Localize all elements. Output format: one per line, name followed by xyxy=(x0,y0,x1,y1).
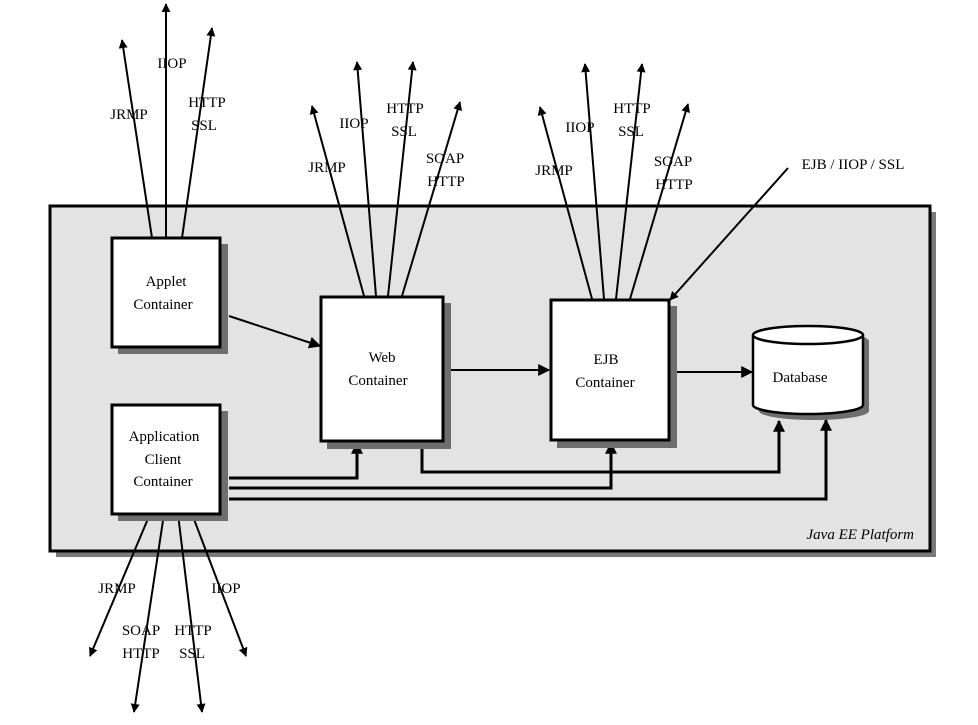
ejb-ssl-label: SSL xyxy=(618,124,644,140)
web-to-database-arrow xyxy=(420,419,785,474)
applet-container: Applet Container xyxy=(110,236,228,354)
applet-container-line1: Applet xyxy=(146,274,188,290)
applet-to-web-arrow xyxy=(228,315,322,349)
ejb-http-label: HTTP xyxy=(613,101,651,117)
web-http-label: HTTP xyxy=(386,101,424,117)
web-iiop-label: IIOP xyxy=(339,116,368,132)
web-jrmp-arrow xyxy=(309,105,365,297)
ejb-iiop-arrow xyxy=(581,63,605,300)
web-soap-http-label: HTTP xyxy=(427,174,465,190)
ejb-incoming-arrow xyxy=(669,167,789,301)
ejb-protocol-arrows xyxy=(537,63,789,301)
client-http-label: HTTP xyxy=(174,623,212,639)
client-iiop-arrow xyxy=(191,513,248,657)
ejb-container-line1: EJB xyxy=(593,352,618,368)
client-http-ssl-arrow xyxy=(177,513,206,713)
ejb-soap-label: SOAP xyxy=(654,154,692,170)
client-container-line3: Container xyxy=(133,474,192,490)
client-container-line1: Application xyxy=(129,429,200,445)
ejb-container: EJB Container xyxy=(549,298,677,448)
client-jrmp-label: JRMP xyxy=(98,581,136,597)
web-ssl-label: SSL xyxy=(391,124,417,140)
ejb-iiop-label: IIOP xyxy=(565,120,594,136)
applet-iiop-label: IIOP xyxy=(157,56,186,72)
applet-ssl-label: SSL xyxy=(191,118,217,134)
web-protocol-arrows xyxy=(309,61,462,297)
client-jrmp-arrow xyxy=(89,513,151,657)
internal-connections xyxy=(228,315,832,501)
client-iiop-label: IIOP xyxy=(211,581,240,597)
ejb-incoming-label: EJB / IIOP / SSL xyxy=(802,157,905,173)
applet-protocol-arrows xyxy=(118,3,216,239)
client-to-ejb-arrow xyxy=(229,441,617,490)
applet-container-line2: Container xyxy=(133,297,192,313)
ejb-container-line2: Container xyxy=(575,375,634,391)
web-soap-http-arrow xyxy=(401,101,462,297)
applet-http-ssl-arrow xyxy=(181,27,216,239)
ejb-http-ssl-arrow xyxy=(615,63,646,300)
client-soap-label: SOAP xyxy=(122,623,160,639)
client-container-line2: Client xyxy=(145,452,182,468)
applet-http-label: HTTP xyxy=(188,95,226,111)
web-container-line2: Container xyxy=(348,373,407,389)
web-container: Web Container xyxy=(319,295,451,449)
ejb-jrmp-arrow xyxy=(537,106,593,300)
ejb-soap-http-arrow xyxy=(629,103,691,300)
web-container-line1: Web xyxy=(368,350,395,366)
application-client-container: Application Client Container xyxy=(110,403,228,521)
platform-label: Java EE Platform xyxy=(807,527,915,543)
ejb-jrmp-label: JRMP xyxy=(535,163,573,179)
database-cylinder: Database xyxy=(751,324,869,420)
client-soap-http-arrow xyxy=(130,513,165,713)
client-to-web-arrow xyxy=(229,441,363,480)
client-to-database-arrow xyxy=(229,418,832,501)
applet-jrmp-label: JRMP xyxy=(110,107,148,123)
web-soap-label: SOAP xyxy=(426,151,464,167)
ejb-soap-http-label: HTTP xyxy=(655,177,693,193)
client-protocol-arrows xyxy=(89,513,248,713)
client-soap-http-label: HTTP xyxy=(122,646,160,662)
web-jrmp-label: JRMP xyxy=(308,160,346,176)
client-ssl-label: SSL xyxy=(179,646,205,662)
applet-jrmp-arrow xyxy=(118,39,153,239)
database-label: Database xyxy=(773,370,828,386)
web-iiop-arrow xyxy=(353,61,377,297)
web-http-ssl-arrow xyxy=(387,61,417,297)
